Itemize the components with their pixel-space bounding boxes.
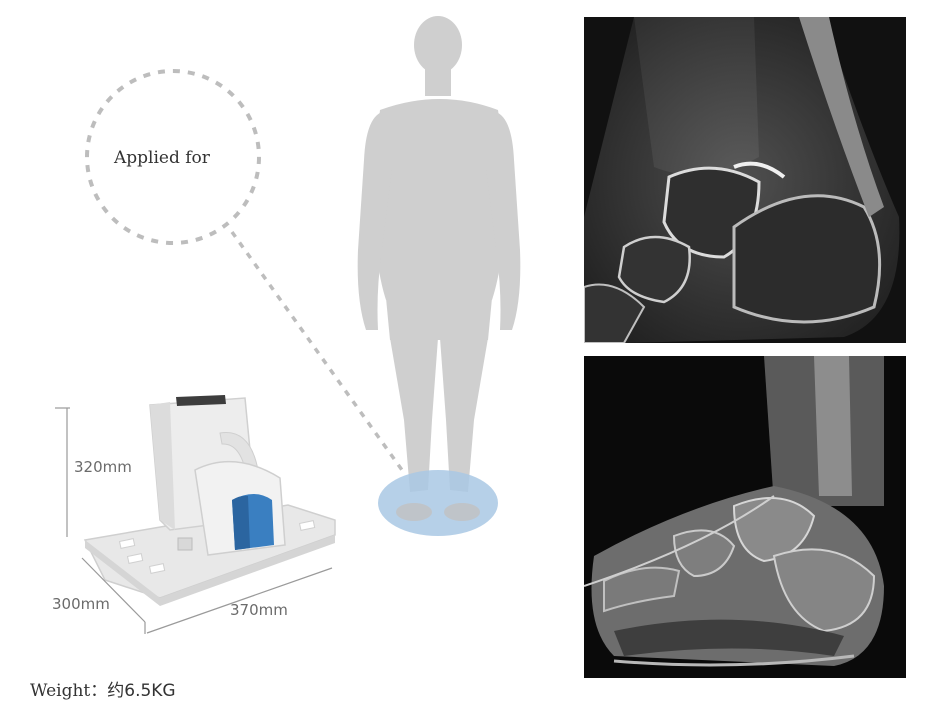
height-dimension-label: 320mm: [74, 458, 132, 476]
callout-circle: [85, 69, 261, 245]
mri-image-bottom: [584, 356, 906, 678]
weight-label: Weight：: [30, 681, 108, 701]
length-dimension-label: 370mm: [230, 601, 288, 619]
weight-line: Weight：约6.5KG: [30, 676, 176, 701]
callout-text: Applied for: [114, 148, 210, 168]
callout-leader-line: [230, 230, 404, 472]
width-dimension-label: 300mm: [52, 595, 110, 613]
weight-value: 约6.5KG: [107, 681, 176, 701]
mri-image-top: [584, 17, 906, 343]
